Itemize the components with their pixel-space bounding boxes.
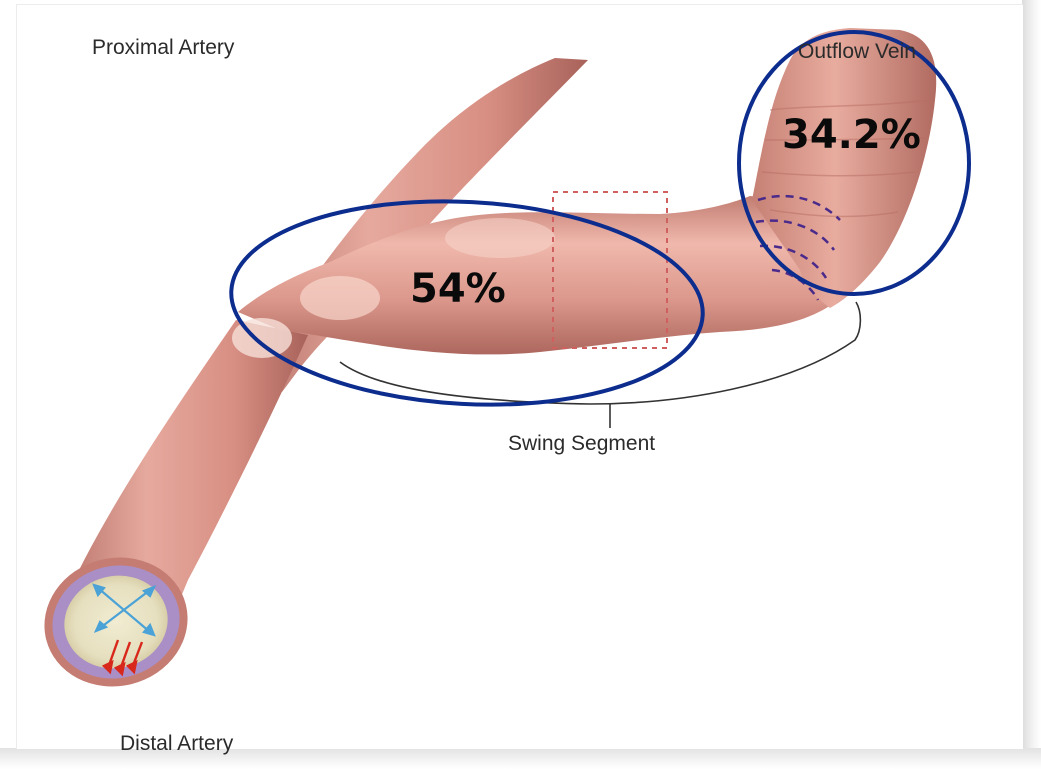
swing-segment-vein — [238, 196, 838, 354]
swing-percent-annotation: 54% — [410, 266, 506, 312]
swing-highlight — [300, 276, 380, 320]
distal-artery-label: Distal Artery — [120, 732, 233, 756]
outflow-vein-label: Outflow Vein — [798, 40, 916, 64]
outflow-percent-annotation: 34.2% — [782, 112, 921, 158]
proximal-artery-label: Proximal Artery — [92, 36, 234, 60]
swing-segment-label: Swing Segment — [508, 432, 655, 456]
swing-highlight — [445, 218, 555, 258]
